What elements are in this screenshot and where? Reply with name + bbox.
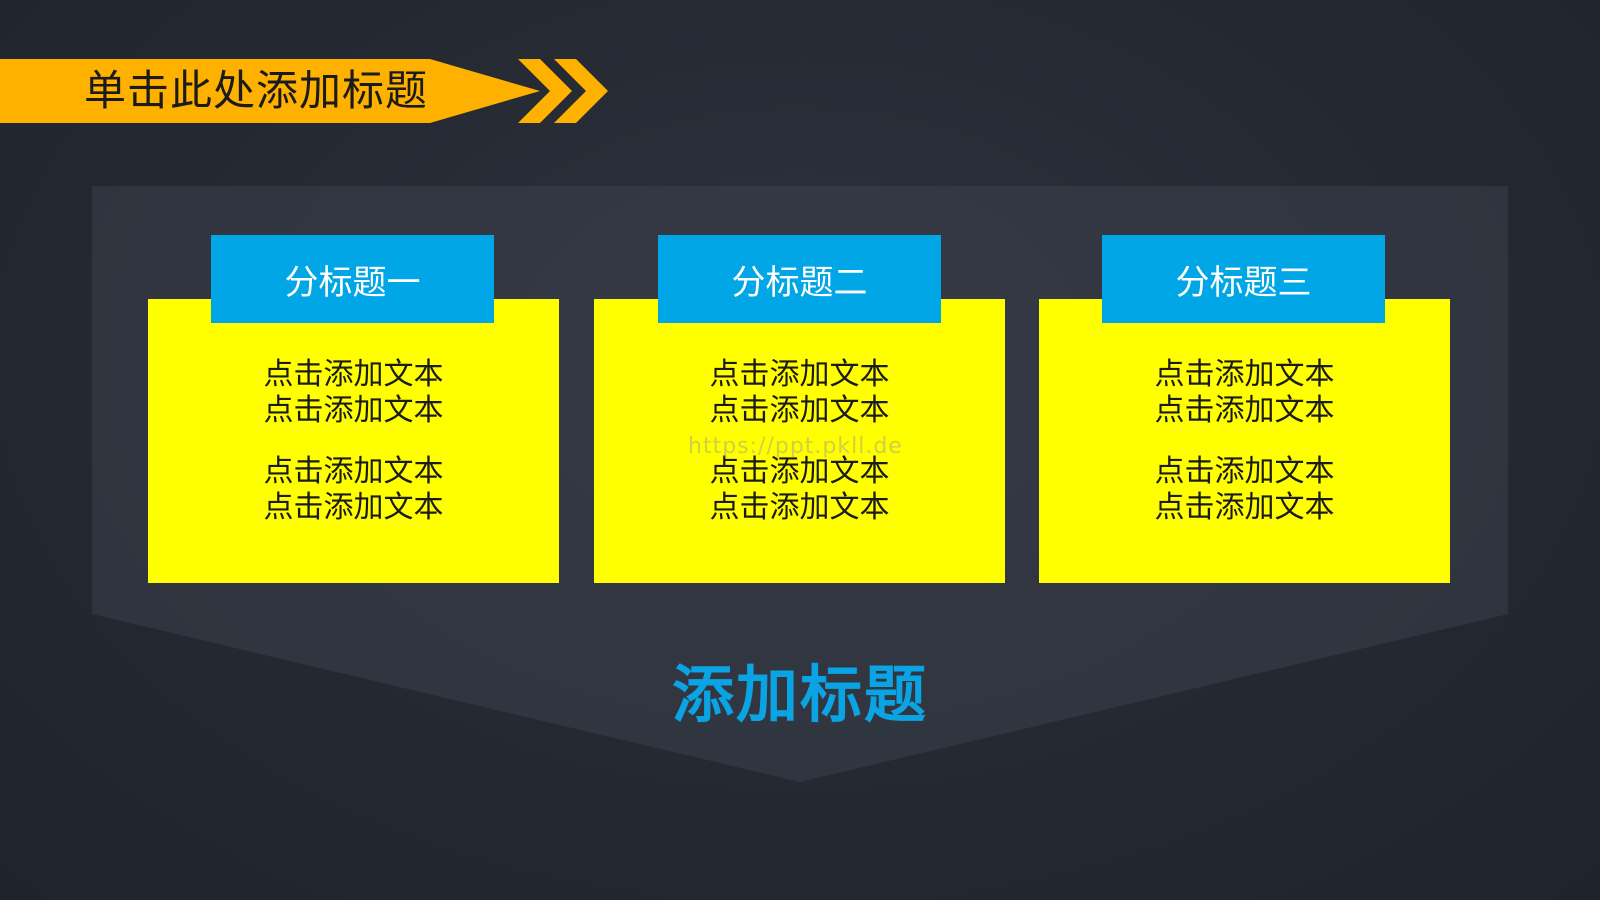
watermark-text: https://ppt.pkll.de	[688, 434, 903, 459]
card-text-line: 点击添加文本	[709, 490, 890, 525]
card-body-3[interactable]: 点击添加文本 点击添加文本 点击添加文本 点击添加文本	[1039, 357, 1450, 526]
card-text-line: 点击添加文本	[263, 393, 444, 428]
card-text-line: 点击添加文本	[1154, 357, 1335, 392]
card-text-line: 点击添加文本	[263, 357, 444, 392]
double-chevron-right-icon	[518, 59, 608, 123]
card-body-2[interactable]: 点击添加文本 点击添加文本 点击添加文本 点击添加文本	[594, 357, 1005, 526]
card-subtitle-2[interactable]: 分标题二	[658, 235, 941, 323]
card-text-line: 点击添加文本	[1154, 490, 1335, 525]
bottom-title[interactable]: 添加标题	[671, 658, 928, 731]
card-text-line: 点击添加文本	[1154, 393, 1335, 428]
content-card-3[interactable]: 点击添加文本 点击添加文本 点击添加文本 点击添加文本	[1039, 299, 1450, 583]
card-text-line: 点击添加文本	[1154, 454, 1335, 489]
slide-title[interactable]: 单击此处添加标题	[84, 66, 429, 115]
card-text-line: 点击添加文本	[709, 393, 890, 428]
card-text-line: 点击添加文本	[263, 454, 444, 489]
title-banner-arrow	[0, 59, 540, 123]
content-card-1[interactable]: 点击添加文本 点击添加文本 点击添加文本 点击添加文本	[148, 299, 559, 583]
card-text-line: 点击添加文本	[263, 490, 444, 525]
card-text-line: 点击添加文本	[709, 454, 890, 489]
card-subtitle-1[interactable]: 分标题一	[211, 235, 494, 323]
content-card-2[interactable]: 点击添加文本 点击添加文本 点击添加文本 点击添加文本	[594, 299, 1005, 583]
card-subtitle-3[interactable]: 分标题三	[1102, 235, 1385, 323]
card-body-1[interactable]: 点击添加文本 点击添加文本 点击添加文本 点击添加文本	[148, 357, 559, 526]
title-banner: 单击此处添加标题	[0, 59, 540, 123]
card-text-line: 点击添加文本	[709, 357, 890, 392]
